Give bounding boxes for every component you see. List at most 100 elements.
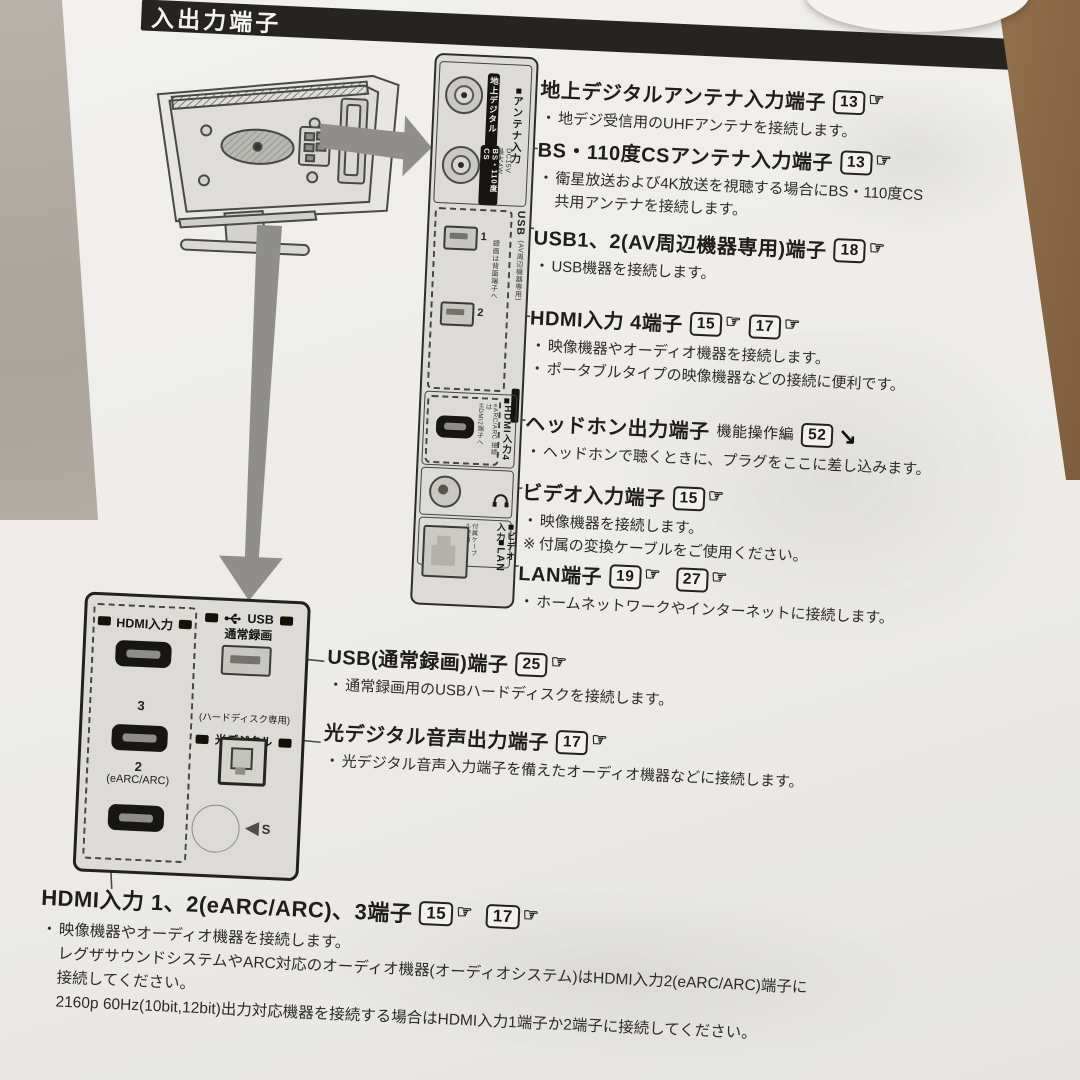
page-ref-badge: 15 <box>418 900 454 927</box>
bullet-marker: ・ <box>534 257 550 276</box>
page-title: 入出力端子 <box>150 4 282 37</box>
section-marker-icon <box>515 88 522 94</box>
bullet-marker: ※ <box>522 535 536 554</box>
page-ref-badge: 25 <box>514 651 549 677</box>
s-label: S <box>261 821 271 838</box>
usb-port-1 <box>443 225 479 251</box>
usb-label-text: USB <box>514 210 528 237</box>
bullet-marker: ・ <box>324 752 341 771</box>
optical-audio-port <box>217 736 268 787</box>
hdmi-port-2 <box>111 723 169 753</box>
header-bar-icon <box>195 734 210 744</box>
bullet-marker <box>38 942 58 967</box>
header-bar-icon <box>97 616 111 626</box>
lan-port <box>421 524 470 579</box>
bullet-marker: ・ <box>41 920 58 939</box>
bullet-marker: ・ <box>518 593 535 611</box>
bullet-marker <box>37 966 57 991</box>
page-ref-hand-icon: ☞ <box>643 563 662 585</box>
screw-circle <box>190 803 241 854</box>
hdmi-port-1 <box>107 803 165 833</box>
bullet-marker: ・ <box>540 109 557 128</box>
rear-right-column: USB 通常録画 (ハードディスク専用) 光デジタル 音声出力 ◀S <box>186 608 301 864</box>
page-ref-hand-icon: ☞ <box>550 651 568 673</box>
section-marker-icon <box>498 540 504 546</box>
lan-label-text: LAN <box>493 546 507 573</box>
page-ref-badge: 13 <box>839 149 873 176</box>
hdmi-port-3-label: 3 <box>137 697 146 714</box>
page-ref-hand-icon: ☞ <box>783 313 802 335</box>
section-marker-icon <box>504 398 510 404</box>
page-ref-hand-icon: ☞ <box>867 89 886 111</box>
terminal-item-hdmi4: HDMI入力 4端子 15☞ 17☞ ・映像機器やオーディオ機器を接続します。 … <box>527 301 908 398</box>
terminal-title: ビデオ入力端子 <box>521 482 666 511</box>
headphone-icon <box>492 494 509 508</box>
page-ref-badge: 18 <box>833 237 867 263</box>
page-ref-badge: 17 <box>485 903 521 930</box>
usb-rec-title-2: 通常録画 <box>224 626 273 643</box>
ref-prefix: 機能操作編 <box>716 422 795 444</box>
bullet-marker <box>535 190 555 214</box>
bullet-marker: ・ <box>522 512 539 530</box>
header-bar-icon <box>205 612 219 622</box>
page-ref-hand-icon: ☞ <box>590 729 609 751</box>
page-ref-hand-icon: ☞ <box>724 311 743 332</box>
arrow-down-icon <box>218 224 283 601</box>
usb-port-2 <box>439 301 475 327</box>
terminal-title: HDMI入力 4端子 <box>529 307 684 337</box>
page-ref-badge: 17 <box>555 729 589 755</box>
bullet-marker: ・ <box>525 443 542 461</box>
bullet-marker: ・ <box>529 360 546 379</box>
usb-rec-note: 録画は背面端子へ <box>489 239 500 300</box>
hdmi-port-3 <box>114 639 172 669</box>
page-ref-badge: 19 <box>608 563 642 590</box>
header-bar-icon <box>279 615 293 626</box>
page-ref-hand-icon: ☞ <box>522 904 540 925</box>
hdmi4-dashed-box: eARC/ARC 接続は HDMI2端子へ <box>424 394 502 467</box>
page-ref-badge: 13 <box>832 89 866 115</box>
page-ref-hand-icon: ☞ <box>874 149 893 171</box>
hdmi-group-title: HDMI入力 <box>116 615 174 633</box>
page-ref-hand-icon: ☞ <box>710 566 729 588</box>
page-ref-badge: 17 <box>748 313 782 340</box>
header-bar-icon <box>277 737 292 748</box>
section-marker-icon <box>508 524 514 530</box>
side-terminal-panel: 地上デジタル BS・110度CS DC15V 最大4W アンテナ入力 1 2 録… <box>409 52 539 609</box>
page-ref-badge: 15 <box>672 485 706 511</box>
page-ref-hand-icon: ☞ <box>868 237 887 259</box>
tv-back-illustration <box>156 74 400 256</box>
terminal-item-video: ビデオ入力端子 15☞ ・映像機器を接続します。 ※付属の変換ケーブルをご使用く… <box>519 476 810 568</box>
usb-port-1-label: 1 <box>480 231 488 244</box>
hdmi-group-box: HDMI入力 3 2 (eARC/ARC) 1 <box>82 602 198 864</box>
usb-port-2-label: 2 <box>476 306 484 320</box>
header-bar-icon <box>179 619 193 630</box>
usb-section: 1 2 録画は背面端子へ <box>426 206 513 393</box>
usb-sub-text: (AV周辺機器専用) <box>514 240 524 302</box>
bullet-marker: ・ <box>538 169 554 188</box>
page-ref-badge: 27 <box>675 566 709 593</box>
page-ref-badge: 15 <box>689 311 723 337</box>
earc-note: eARC/ARC 接続は HDMI2端子へ <box>475 403 499 460</box>
diagonal-arrow-icon: ↘ <box>837 422 858 449</box>
page-ref-badge: 52 <box>800 422 834 448</box>
lan-label: LAN <box>493 538 507 579</box>
bullet-marker: ・ <box>530 337 547 356</box>
earc-note-1: eARC/ARC 接続は <box>484 403 499 456</box>
page-ref-hand-icon: ☞ <box>707 485 726 507</box>
rear-terminal-panel: HDMI入力 3 2 (eARC/ARC) 1 USB <box>72 591 311 882</box>
bullet-marker: ・ <box>327 676 344 695</box>
arrow-right-icon <box>319 115 432 177</box>
usb-rec-title: USB <box>247 611 275 627</box>
hdmi4-port <box>435 415 475 439</box>
usb-rec-port <box>220 644 272 677</box>
page-ref-hand-icon: ☞ <box>455 901 474 922</box>
bullet-marker <box>36 990 56 1015</box>
left-arrow-icon: ◀ <box>245 817 260 838</box>
hdmi4-label: HDMI入力4 <box>498 396 513 466</box>
usb-rec-note: (ハードディスク専用) <box>198 711 291 727</box>
terminal-title: LAN端子 <box>517 563 603 589</box>
s-direction: ◀S <box>245 818 271 839</box>
